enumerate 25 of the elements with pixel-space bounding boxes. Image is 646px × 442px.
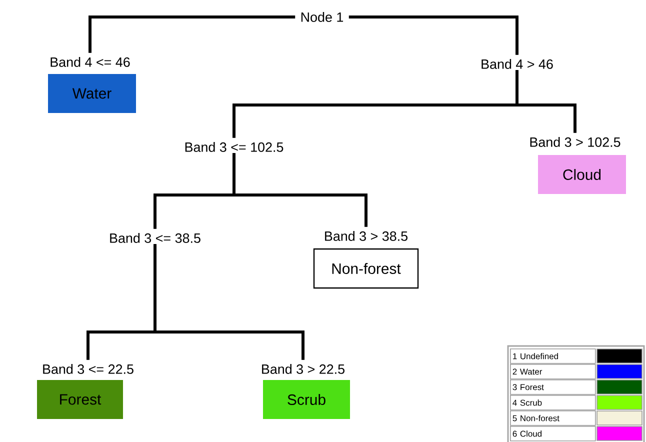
connector-line [516, 70, 576, 133]
connector-line [154, 244, 304, 360]
class-box: Forest [37, 380, 123, 419]
condition-label: Band 4 > 46 [482, 59, 553, 69]
legend-label: 6 Cloud [510, 426, 596, 442]
class-box: Scrub [263, 380, 350, 419]
condition-label: Band 4 <= 46 [50, 57, 130, 67]
legend-label: 2 Water [510, 364, 596, 380]
node-label: Node 1 [301, 12, 344, 22]
condition-label: Band 3 > 102.5 [530, 137, 620, 147]
condition-label: Band 3 <= 102.5 [185, 142, 284, 152]
class-box: Water [48, 74, 136, 113]
class-box: Cloud [538, 155, 626, 194]
condition-label: Band 3 <= 22.5 [43, 364, 134, 374]
class-box: Non-forest [313, 248, 419, 289]
legend-label: 1 Undefined [510, 348, 596, 364]
legend-label: 4 Scrub [510, 395, 596, 410]
connector-line [88, 16, 296, 53]
legend-label: 5 Non-forest [510, 410, 596, 426]
connector-line [232, 153, 368, 227]
condition-label: Band 3 > 22.5 [262, 364, 344, 374]
legend-label: 3 Forest [510, 380, 596, 395]
condition-label: Band 3 <= 38.5 [110, 233, 200, 243]
condition-label: Band 3 > 38.5 [325, 231, 408, 241]
connector-line [348, 16, 518, 55]
